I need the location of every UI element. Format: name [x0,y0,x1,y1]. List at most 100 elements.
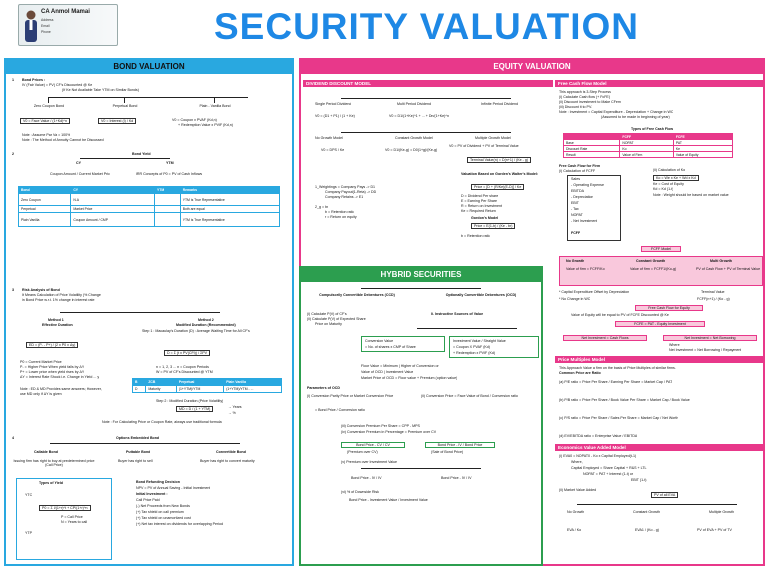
embedded-head: Options Embedded Bond [116,436,160,440]
yield-table-cell: Perpetual [17,205,72,213]
author-logo: CA Anmol Mamai Address Email Phone [18,4,118,46]
bond-note: Note : For Calculating Price or Coupon R… [102,420,222,424]
section-number: 4 [12,436,14,440]
pm-item: (d) EV/EBITDA ratio = Enterprise Value /… [559,434,638,438]
method1-name: Effective Duration [42,323,73,327]
fcf-line: Note : Investment = Capital Expenditure … [559,110,674,114]
callable-label: Callable Bond [34,450,58,454]
ytp-label: YTP [25,531,32,535]
ocd-head: Ii. Instructive Sources of Value [431,312,484,316]
bond-note: Note : Assume Par Va = 100% [22,133,71,137]
param-line: (ii) Conversion Price = Face Value of Bo… [421,394,518,398]
gordon-head: Gordon's Model [471,216,499,220]
refund-line: Initial Investment : [136,492,168,496]
ccd-label: Compulsorily Convertible Debentures (CCD… [319,293,395,297]
legend-line: P0 = Current Market Price [20,360,62,364]
duration-note: n = 1, 2, 3 ... n = Coupon Periods [156,365,209,369]
duration-table-head: ZCB [145,378,177,386]
fcff-step: Free Cash Flow for Firm [559,164,601,168]
convertible-desc: Buyer has right to convert maturity [200,459,255,463]
refund-line: (+) Net tax interest on dividends for ov… [136,522,223,526]
convertible-label: Convertible Bond [216,450,246,454]
duration-table-head: Plain Vanilla [223,378,282,386]
plain-vanilla-formula: + Redemption Value x PVIF (Kd,n) [178,123,233,127]
ytc-note: P = Call Price [61,515,83,519]
section-number: 1 [12,78,14,82]
logo-line: Email [41,24,50,28]
plain-vanilla-label: Plain - Vanilla Bond [199,104,231,108]
pm-line: This Approach Value a firm on the basis … [559,366,676,370]
gordon-legend: b = Retention ratio [461,234,491,238]
fcff-step: - Tax [571,207,579,211]
growth-row: PV of Cash Flow + PV of Terminal Value [696,267,761,271]
ko-line: Ko = We x Ke + Wd x Kd [653,175,699,182]
modified-duration-formula: MD = D / (1 + YTM) [176,406,214,413]
yield-table-cell: YTM is True Representative [179,193,281,206]
floor-line: Floor Value = Minimum | Higher of Conver… [361,364,439,368]
conversion-value-box: Conversion Value = No. of shares x CMP o… [361,336,445,352]
perpetual-formula: V0 = Interest (I) / Kd [98,118,137,125]
section-number: 3 [12,288,14,292]
ddm-type: Multi Period Dividend [397,102,431,106]
puttable-label: Puttable Bond [126,450,151,454]
yield-table-cell [154,212,181,227]
wc-note: * No Change in WC [559,297,591,301]
yield-table-head: Remarks [179,186,281,194]
ytm-label: YTM [166,161,174,165]
fcff-step: - Depreciation [571,195,594,199]
eva-title: Economics Value Added Model [555,444,763,451]
ccd-line: (i) Calculate P(V) of CF's [307,312,347,316]
no-growth-formula: V0 = DPS / Ke [321,148,345,152]
net-inv-head: Net Investment = Cash Flows [563,335,647,342]
walter-legend: E = Earning Per Share [461,199,498,203]
ko-line: Ke = Cost of Equity [653,182,684,186]
yield-table-cell [154,193,181,206]
hybrid-securities-panel: HYBRID SECURITIES Compulsorily Convertib… [299,266,543,566]
ccd-line: Price on Maturity [315,322,342,326]
refund-line: (-) Net Proceeds from New Bonds [136,504,190,508]
premium-formula: Bond Price - Investment Value / Investme… [349,498,428,502]
g-list: 1_Weightings = Company Pays -> D1 [315,185,376,189]
refund-head: Bond Refunding Decision [136,480,180,484]
eva-line: PV of all EVA [651,492,679,499]
yield-table-cell: N.A [70,193,156,206]
premium-box-label: (Sale of Bond Price) [431,450,464,454]
eva-line: NOPAT = PAT + Interest (1-t) or [583,472,634,476]
logo-line: Phone [41,30,51,34]
fcf-table-cell: Value of Equity [672,151,734,158]
cy-formula: Coupon Amount / Current Market Price [50,172,110,176]
walter-formula: Price = [D + (R/Ke)(E-D)] / Ke [471,184,525,191]
growth-head: Multi Growth [710,259,732,263]
gordon-formula: Price = E(1-b) / (Ke - br) [471,223,516,230]
ddm-title: DIVIDEND DISCOUNT MODEL [303,80,553,87]
yield-table-head: Bond [17,186,72,194]
premium-box-label: (Premium over CV) [347,450,378,454]
macaulay-duration-formula: D = Σ (t x PV(CFt)) / ΣPV [164,350,211,357]
fcff-step: EBITDA [571,189,584,193]
eva-formula: EVA1 / (Ko - g) [635,528,659,532]
pm-title: Price Multiples Model [555,356,763,363]
ko-line: Kd = Kd (1-t) [653,187,674,191]
refund-line: Call Price Paid [136,498,160,502]
investment-value-label: Investment Value / Straight Value [453,339,506,343]
yield-table-cell: Plain Vanilla [17,212,72,227]
ccd-line: (ii) Calculate P(V) of Expected Share [307,317,366,321]
investment-value-line: = Coupon X PVAF (Kd) [453,345,490,349]
duration-table-cell: D [131,385,147,393]
ddm-growth: No Growth Model [315,136,343,140]
investment-value-line: + Redemption x PVIF (Kd) [453,351,496,355]
fcff-step: (i) Calculation of FCFF [559,169,596,173]
fcff-step: NOPAT [571,213,583,217]
fcfe-formula: FCFE = PAT - Equity Investment [615,321,705,328]
eva-line: EBIT (1-t) [631,478,647,482]
premium-box: Bond Price - CV / CV [341,442,405,449]
fcfe-model-label: Free Cash Flow for Equity [635,305,703,312]
fcff-growth-box: No Growth Constant Growth Multi Growth V… [559,256,763,286]
growth-row: Value of firm = FCFF/Ko [566,267,605,271]
method2-label: Method 2 [198,318,214,322]
fcff-step: EBIT [571,201,579,205]
g-list: Company Retains -> E1 [325,195,364,199]
ytc-formula: P0 = Σ I/(1+r)^t + CP/(1+r)^n [39,505,91,512]
author-photo-icon [25,10,37,42]
duration-table-cell: Maturity [145,385,177,393]
